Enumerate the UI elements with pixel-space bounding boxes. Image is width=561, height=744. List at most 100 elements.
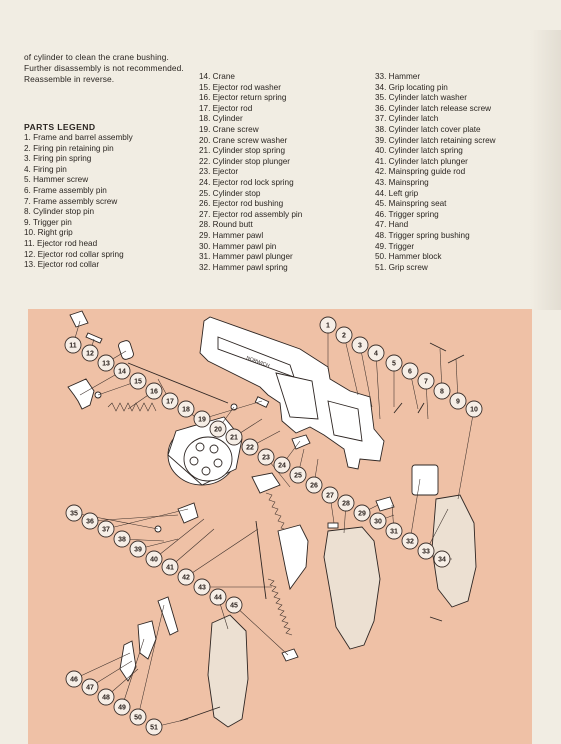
legend-item: 22. Cylinder stop plunger (199, 156, 291, 166)
callout-7: 7 (417, 372, 435, 390)
callout-number: 38 (118, 537, 126, 544)
callout-leader-line (185, 528, 259, 578)
legend-item: 47. Hand (375, 220, 409, 230)
callout-number: 44 (214, 595, 222, 602)
callout-circle (113, 362, 131, 380)
callout-leader-line (105, 508, 189, 530)
callout-number: 4 (374, 351, 378, 358)
callout-number: 16 (150, 389, 158, 396)
hammer-block-part (157, 596, 179, 636)
callout-leader-line (343, 334, 359, 396)
callout-number: 20 (214, 427, 222, 434)
callout-circle (193, 410, 211, 428)
callout-number: 1 (326, 323, 330, 330)
legend-item: 38. Cylinder latch cover plate (375, 124, 481, 134)
callout-circle (193, 578, 211, 596)
callout-number: 2 (342, 333, 346, 340)
legend-item: 48. Trigger spring bushing (375, 230, 470, 240)
callout-circle (417, 372, 435, 390)
callout-6: 6 (401, 362, 419, 380)
callout-circle (449, 392, 467, 410)
callout-number: 7 (424, 379, 428, 386)
legend-item: 17. Ejector rod (199, 103, 253, 113)
callout-number: 11 (69, 343, 77, 350)
legend-item: 26. Ejector rod bushing (199, 199, 284, 209)
legend-item: 9. Trigger pin (24, 217, 72, 227)
callout-number: 28 (342, 501, 350, 508)
legend-item: 5. Hammer screw (24, 175, 89, 185)
callout-44: 44 (209, 588, 227, 606)
callout-number: 19 (198, 417, 206, 424)
legend-item: 46. Trigger spring (375, 209, 439, 219)
callout-33: 33 (417, 542, 435, 560)
callout-number: 39 (134, 547, 142, 554)
callout-11: 11 (64, 336, 82, 354)
hammer-pawl-part (375, 496, 395, 512)
frame-and-barrel-part: NORWICH (199, 316, 385, 470)
callout-31: 31 (385, 522, 403, 540)
ejector-return-spring-part (107, 402, 157, 412)
mainspring-seat-part (281, 648, 299, 662)
callout-30: 30 (369, 512, 387, 530)
callout-14: 14 (113, 362, 131, 380)
callout-18: 18 (177, 400, 195, 418)
callout-leader-line (233, 604, 289, 656)
callout-10: 10 (465, 400, 483, 418)
callout-number: 43 (198, 585, 206, 592)
legend-item: 21. Cylinder stop spring (199, 146, 286, 156)
callout-42: 42 (177, 568, 195, 586)
intro-line: of cylinder to clean the crane bushing. (24, 52, 169, 62)
callout-number: 31 (390, 529, 398, 536)
intro-line: Further disassembly is not recommended. (24, 63, 184, 73)
adjacent-page-bleed (530, 30, 561, 310)
callout-leader-line (121, 638, 145, 708)
hammer-part (277, 524, 309, 591)
callout-number: 15 (134, 379, 142, 386)
mainspring-part (267, 578, 293, 636)
legend-item: 6. Frame assembly pin (24, 185, 107, 195)
callout-27: 27 (321, 486, 339, 504)
callout-leader-line (89, 514, 179, 522)
callout-38: 38 (113, 530, 131, 548)
callout-20: 20 (209, 420, 227, 438)
callout-9: 9 (449, 392, 467, 410)
legend-item: 20. Crane screw washer (199, 135, 288, 145)
callout-number: 5 (392, 361, 396, 368)
callout-number: 14 (118, 369, 126, 376)
round-butt-part (323, 526, 381, 650)
callout-51: 51 (145, 718, 163, 736)
callout-number: 35 (70, 511, 78, 518)
callout-circle (289, 466, 307, 484)
hammer-screw-part (393, 402, 403, 414)
callout-number: 3 (358, 343, 362, 350)
callout-circle (97, 688, 115, 706)
callout-circle (367, 344, 385, 362)
callout-number: 41 (166, 565, 174, 572)
callout-50: 50 (129, 708, 147, 726)
callout-49: 49 (113, 698, 131, 716)
ejector-rod-assembly-pin-part (327, 522, 339, 529)
callout-circle (113, 698, 131, 716)
callout-22: 22 (241, 438, 259, 456)
callout-32: 32 (401, 532, 419, 550)
legend-item: 28. Round butt (199, 220, 253, 230)
grip-screw-part (179, 706, 221, 722)
callout-46: 46 (65, 670, 83, 688)
callout-circle (129, 372, 147, 390)
callout-circle (81, 512, 99, 530)
callout-circle (433, 382, 451, 400)
legend-item: 18. Cylinder (199, 114, 243, 124)
callout-number: 18 (182, 407, 190, 414)
callout-circle (351, 336, 369, 354)
legend-item: 12. Ejector rod collar spring (24, 249, 124, 259)
legend-item: 43. Mainspring (375, 177, 429, 187)
legend-item: 45. Mainspring seat (375, 199, 447, 209)
callout-circle (161, 392, 179, 410)
callout-number: 25 (294, 473, 302, 480)
exploded-view-diagram: NORWICH (28, 309, 532, 744)
callout-group: 1234567891011121314151617181920212223242… (64, 316, 483, 736)
legend-item: 41. Cylinder latch plunger (375, 156, 468, 166)
callout-circle (65, 670, 83, 688)
